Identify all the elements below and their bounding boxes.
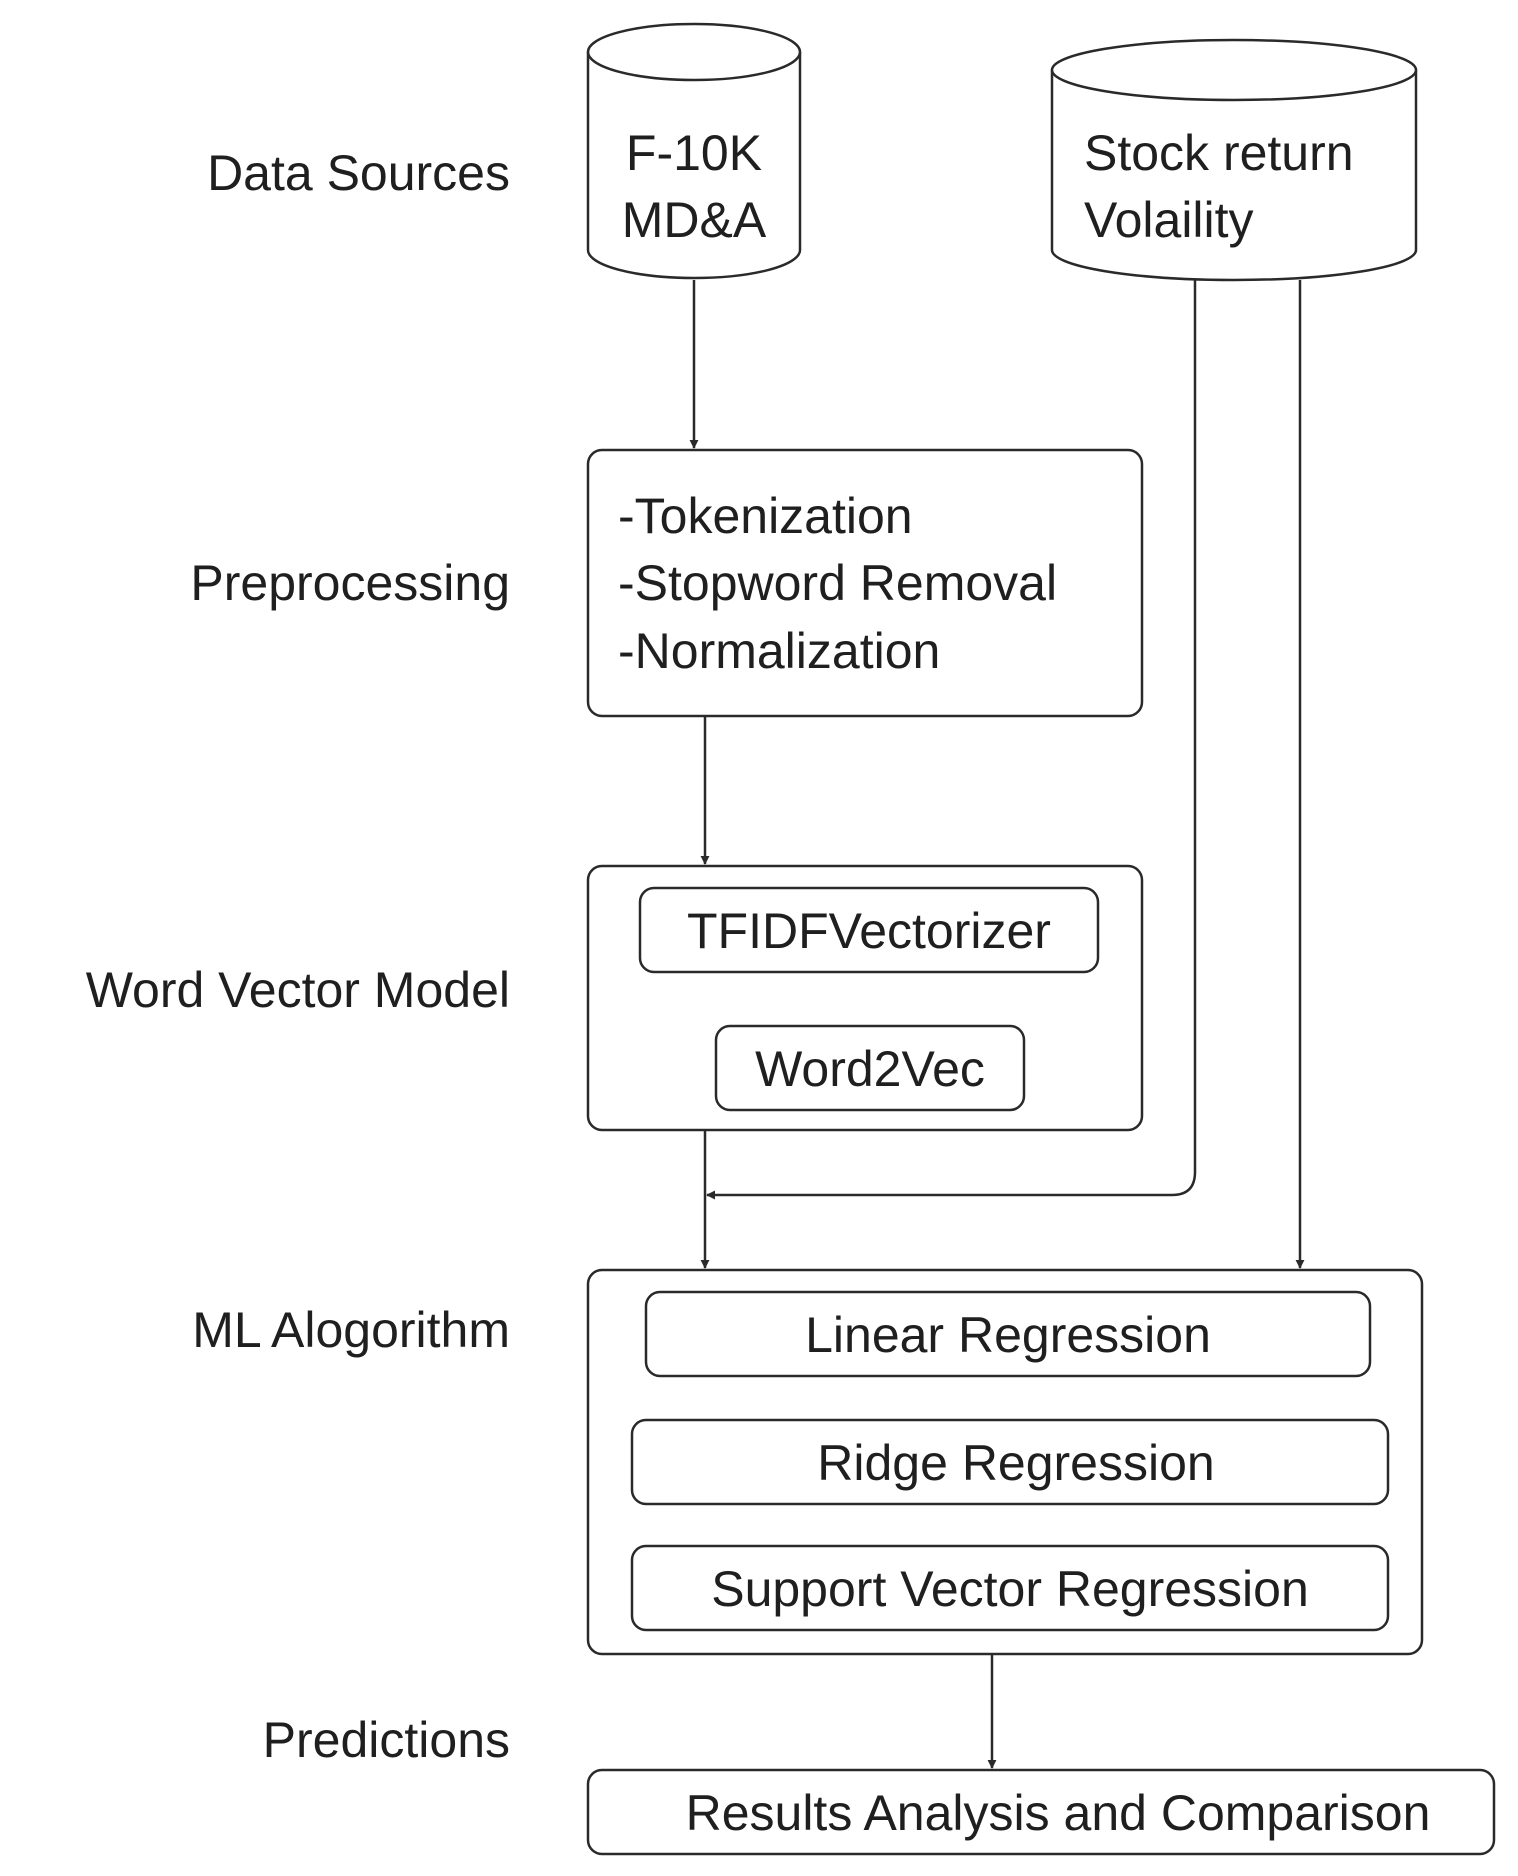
results-frame xyxy=(586,1768,1496,1856)
market-line2: Volaility xyxy=(1084,192,1254,248)
ml-algorithm-box: Linear Regression Ridge Regression Suppo… xyxy=(586,1268,1424,1656)
stage-label-word-vector-model: Word Vector Model xyxy=(86,962,510,1018)
svr-label: Support Vector Regression xyxy=(711,1561,1309,1617)
arrow-volatility-to-ml-input xyxy=(706,280,1197,1200)
market-line1: Stock return xyxy=(1084,125,1354,181)
linear-regression-label: Linear Regression xyxy=(805,1307,1211,1363)
cylinder-top xyxy=(586,22,802,82)
tfidf-vectorizer-box xyxy=(638,886,1100,974)
stage-label-data-sources: Data Sources xyxy=(207,145,510,201)
filings-line1: F-10K xyxy=(626,125,762,181)
results-label: Results Analysis and Comparison xyxy=(686,1785,1431,1841)
svr-box xyxy=(630,1544,1390,1632)
ridge-regression-label: Ridge Regression xyxy=(817,1435,1214,1491)
word-vector-model-box: TFIDFVectorizer Word2Vec xyxy=(586,864,1144,1132)
preprocessing-box: -Tokenization -Stopword Removal -Normali… xyxy=(586,448,1144,718)
word2vec-label: Word2Vec xyxy=(755,1041,985,1097)
data-source-filings: F-10K MD&A xyxy=(586,22,802,280)
stage-label-predictions: Predictions xyxy=(263,1712,510,1768)
stage-label-ml-algorithm: ML Alogorithm xyxy=(192,1302,510,1358)
preprocessing-step: -Stopword Removal xyxy=(618,555,1057,611)
preprocessing-frame xyxy=(586,448,1144,718)
preprocessing-step: -Normalization xyxy=(618,623,940,679)
tfidf-vectorizer-label: TFIDFVectorizer xyxy=(687,903,1051,959)
word2vec-box xyxy=(714,1024,1026,1112)
linear-regression-box xyxy=(644,1290,1372,1378)
preprocessing-step: -Tokenization xyxy=(618,488,913,544)
cylinder-body xyxy=(1050,70,1418,282)
stage-label-preprocessing: Preprocessing xyxy=(190,555,510,611)
ridge-regression-box xyxy=(630,1418,1390,1506)
data-source-market: Stock return Volaility xyxy=(1050,38,1418,282)
cylinder-body xyxy=(586,52,802,280)
filings-line2: MD&A xyxy=(622,192,767,248)
cylinder-top xyxy=(1050,38,1418,102)
results-box: Results Analysis and Comparison xyxy=(586,1768,1496,1856)
